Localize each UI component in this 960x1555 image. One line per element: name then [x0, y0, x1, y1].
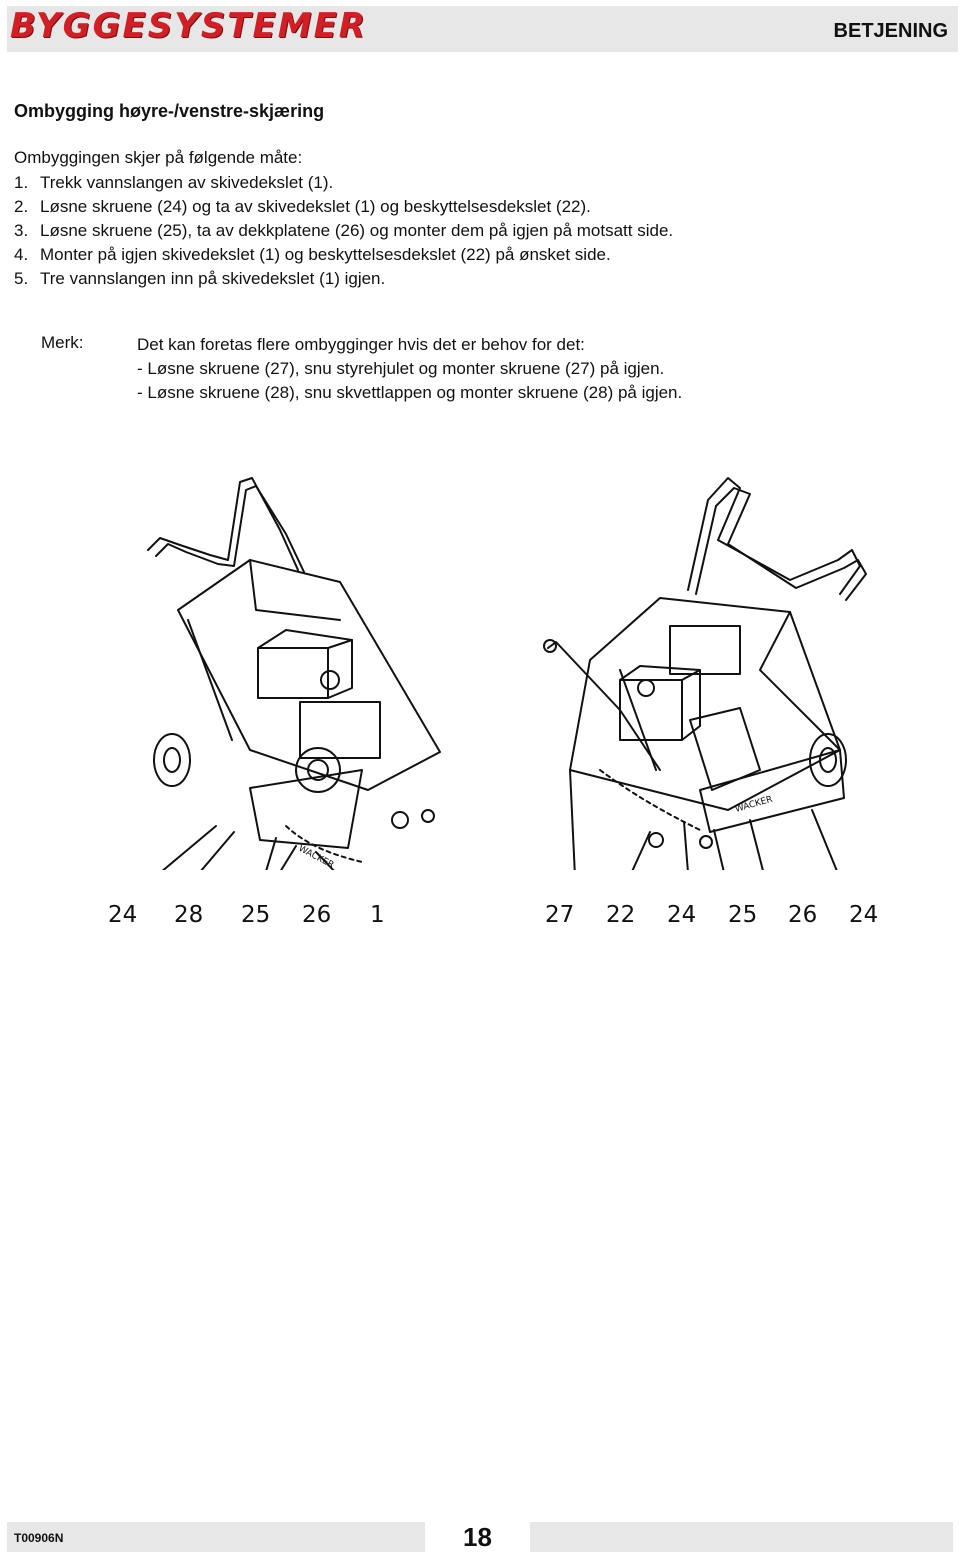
step-number: 1.	[14, 173, 29, 192]
step-text: Løsne skruene (25), ta av dekkplatene (2…	[40, 221, 674, 240]
callout-label: 28	[174, 902, 204, 928]
note-body: Det kan foretas flere ombygginger hvis d…	[137, 333, 682, 405]
step-number: 3.	[14, 221, 29, 240]
right-saw-drawing: WACKER	[543, 477, 867, 870]
left-callouts: 24 28 25 26 1 27 22 24 25 26 24	[0, 902, 960, 932]
note-line: - Løsne skruene (27), snu styrehjulet og…	[137, 359, 665, 378]
step-text: Tre vannslangen inn på skivedekslet (1) …	[40, 269, 386, 288]
step-number: 5.	[14, 269, 29, 288]
footer-band-left	[7, 1522, 425, 1552]
brand-logo: BYGGESYSTEMER	[10, 6, 367, 46]
list-item: 4. Monter på igjen skivedekslet (1) og be…	[14, 243, 673, 267]
floor-saw-illustration: WACKER	[147, 477, 867, 870]
step-text: Løsne skruene (24) og ta av skivedekslet…	[40, 197, 591, 216]
callout-label: 24	[667, 902, 697, 928]
callout-label: 25	[728, 902, 758, 928]
section-title: BETJENING	[833, 20, 948, 42]
callout-label: 26	[788, 902, 818, 928]
step-text: Monter på igjen skivedekslet (1) og besk…	[40, 245, 611, 264]
note-line: - Løsne skruene (28), snu skvettlappen o…	[137, 383, 683, 402]
footer-band-right	[530, 1522, 953, 1552]
right-guard-logo: WACKER	[734, 795, 774, 815]
list-item: 2. Løsne skruene (24) og ta av skivedeksl…	[14, 195, 673, 219]
list-item: 1. Trekk vannslangen av skivedekslet (1).	[14, 171, 673, 195]
callout-label: 25	[241, 902, 271, 928]
header-bar	[7, 6, 958, 52]
callout-label: 24	[108, 902, 138, 928]
callout-label: 1	[370, 902, 385, 928]
step-number: 4.	[14, 245, 29, 264]
list-item: 3. Løsne skruene (25), ta av dekkplatene …	[14, 219, 673, 243]
callout-label: 24	[849, 902, 879, 928]
step-number: 2.	[14, 197, 29, 216]
note-line: Det kan foretas flere ombygginger hvis d…	[137, 335, 585, 354]
page-title: Ombygging høyre-/venstre-skjæring	[14, 101, 325, 121]
list-item: 5. Tre vannslangen inn på skivedekslet (1…	[14, 267, 673, 291]
page-number: 18	[463, 1522, 492, 1552]
left-saw-drawing: WACKER	[147, 477, 441, 870]
step-text: Trekk vannslangen av skivedekslet (1).	[40, 173, 334, 192]
note-label: Merk:	[41, 333, 84, 352]
callout-label: 27	[545, 902, 575, 928]
callout-label: 26	[302, 902, 332, 928]
step-list: 1. Trekk vannslangen av skivedekslet (1).…	[14, 171, 673, 291]
callout-label: 22	[606, 902, 636, 928]
intro-text: Ombyggingen skjer på følgende måte:	[14, 148, 303, 167]
document-code: T00906N	[14, 1531, 64, 1545]
